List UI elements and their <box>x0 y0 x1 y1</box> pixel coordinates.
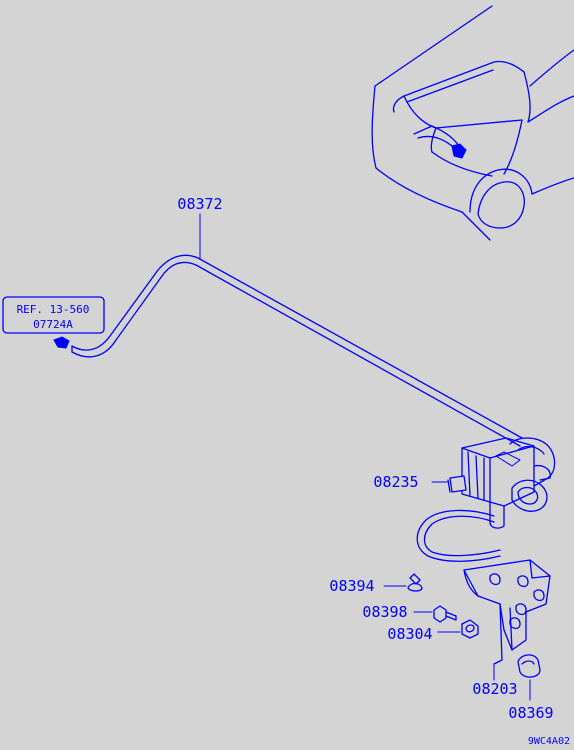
reference-callout[interactable]: REF. 13-560 07724A <box>2 296 105 349</box>
mounting-bracket[interactable] <box>463 559 551 681</box>
washer-hose[interactable] <box>71 254 523 447</box>
reference-line-2: 07724A <box>33 318 73 331</box>
label-08304[interactable]: 08304 <box>387 625 432 643</box>
label-08369[interactable]: 08369 <box>508 704 553 722</box>
outlet-hose[interactable] <box>416 509 501 562</box>
label-08235[interactable]: 08235 <box>373 473 418 491</box>
grommet-08369[interactable] <box>517 654 541 701</box>
diagram-code: 9WC4A02 <box>528 736 570 747</box>
label-08398[interactable]: 08398 <box>362 603 407 621</box>
washer-pump[interactable] <box>431 437 556 529</box>
bolt-08398[interactable] <box>413 605 457 623</box>
vehicle-illustration <box>371 5 574 241</box>
label-08203[interactable]: 08203 <box>472 680 517 698</box>
nut-08304[interactable] <box>437 619 479 639</box>
reference-line-1: REF. 13-560 <box>17 303 90 316</box>
reference-box <box>2 296 105 334</box>
arrow-icon <box>53 336 70 349</box>
clip-08394[interactable] <box>383 573 423 592</box>
label-08394[interactable]: 08394 <box>329 577 374 595</box>
label-08372[interactable]: 08372 <box>177 195 222 213</box>
